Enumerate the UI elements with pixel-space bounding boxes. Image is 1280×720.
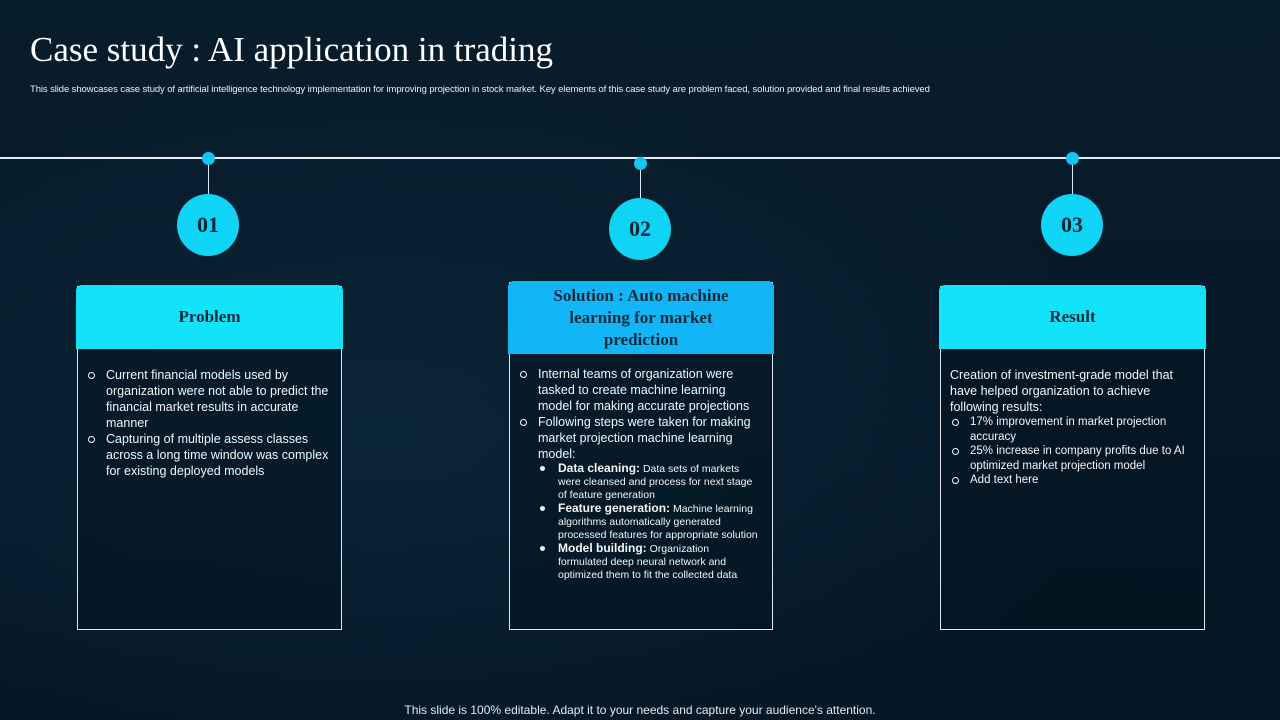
result-card: Result Creation of investment-grade mode…: [939, 285, 1206, 630]
result-card-body: Creation of investment-grade model that …: [941, 367, 1204, 488]
slide-title: Case study : AI application in trading: [30, 30, 553, 69]
slide-subtitle: This slide showcases case study of artif…: [30, 84, 930, 95]
solution-step-term: Model building:: [558, 541, 647, 555]
timeline-dot-3: [1066, 152, 1079, 165]
list-item-text: Following steps were taken for making ma…: [538, 415, 751, 461]
solution-steps-list: Data cleaning: Data sets of markets were…: [538, 462, 760, 582]
solution-card-title: Solution : Auto machine learning for mar…: [553, 285, 729, 349]
list-item: Following steps were taken for making ma…: [518, 414, 760, 582]
result-list: 17% improvement in market projection acc…: [950, 415, 1194, 488]
solution-step-item: Model building: Organization formulated …: [538, 542, 760, 582]
result-intro: Creation of investment-grade model that …: [950, 368, 1174, 414]
solution-step-item: Data cleaning: Data sets of markets were…: [538, 462, 760, 502]
list-item: Current financial models used by organiz…: [86, 367, 329, 431]
slide-footer: This slide is 100% editable. Adapt it to…: [404, 703, 876, 717]
solution-step-text: Machine learning algorithms automaticall…: [558, 503, 758, 541]
timeline-stem-1: [208, 165, 209, 195]
solution-list: Internal teams of organization were task…: [518, 366, 760, 582]
solution-card-header: Solution : Auto machine learning for mar…: [508, 281, 774, 354]
list-item: Internal teams of organization were task…: [518, 366, 760, 414]
timeline-dot-2: [634, 157, 647, 170]
solution-step-term: Data cleaning:: [558, 461, 641, 475]
step-number-1: 01: [177, 194, 239, 256]
timeline-dot-1: [202, 152, 215, 165]
result-card-header: Result: [939, 285, 1206, 349]
list-item: 25% increase in company profits due to A…: [950, 444, 1194, 473]
timeline-stem-3: [1072, 165, 1073, 195]
solution-step-item: Feature generation: Machine learning alg…: [538, 502, 760, 542]
problem-card: Problem Current financial models used by…: [76, 285, 343, 630]
solution-step-term: Feature generation:: [558, 501, 671, 515]
problem-card-title: Problem: [178, 307, 241, 326]
step-number-3: 03: [1041, 194, 1103, 256]
solution-step-text: Data sets of markets were cleansed and p…: [558, 463, 753, 501]
list-item: Add text here: [950, 473, 1194, 488]
problem-card-body: Current financial models used by organiz…: [78, 367, 341, 479]
step-number-2: 02: [609, 198, 671, 260]
list-item: Capturing of multiple assess classes acr…: [86, 431, 329, 479]
list-item: 17% improvement in market projection acc…: [950, 415, 1194, 444]
solution-card: Solution : Auto machine learning for mar…: [508, 281, 774, 630]
solution-card-body: Internal teams of organization were task…: [510, 366, 772, 582]
result-card-title: Result: [1049, 307, 1096, 326]
problem-list: Current financial models used by organiz…: [86, 367, 329, 479]
problem-card-header: Problem: [76, 285, 343, 349]
solution-step-text: Organization formulated deep neural netw…: [558, 543, 738, 581]
timeline-stem-2: [640, 170, 641, 198]
